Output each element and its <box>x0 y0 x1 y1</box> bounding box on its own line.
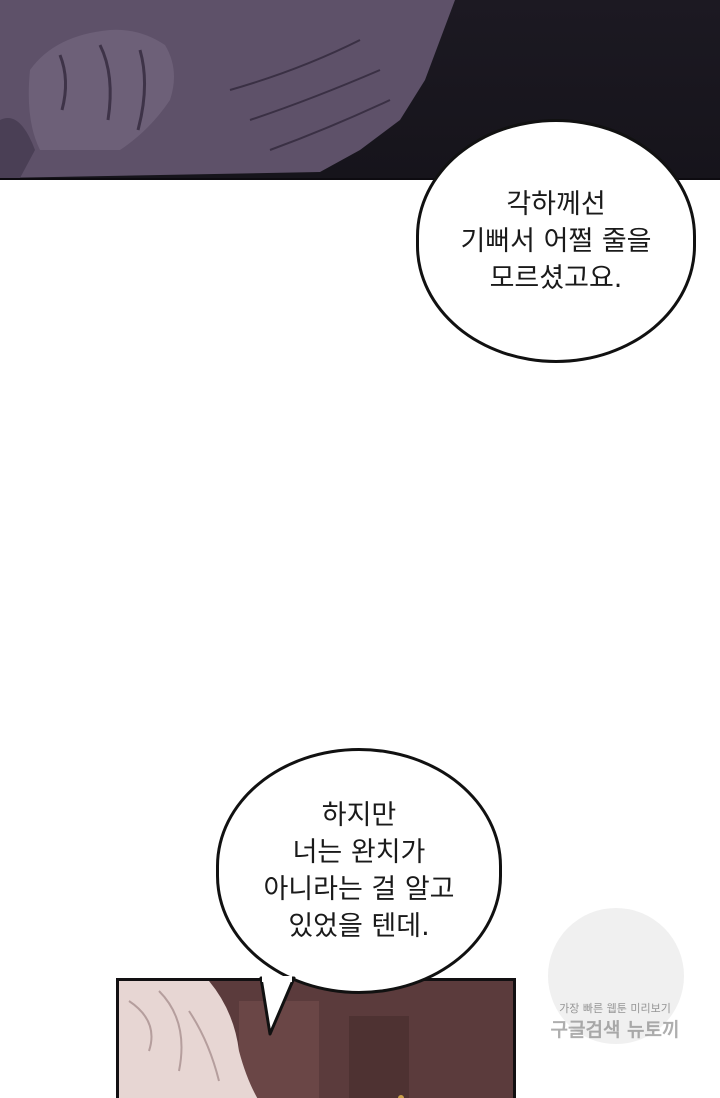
watermark-mascot-icon <box>548 908 684 1044</box>
watermark-brand: 구글검색 뉴토끼 <box>550 1019 680 1041</box>
watermark-tagline: 가장 빠른 웹툰 미리보기 <box>559 1002 671 1015</box>
bubble-1-line-3: 모르셨고요. <box>489 262 623 294</box>
figure-illustration <box>119 981 513 1098</box>
top-panel-artwork <box>0 0 720 180</box>
speech-bubble-1: 각하께선 기뻐서 어쩔 줄을 모르셨고요. <box>416 119 696 363</box>
bubble-2-line-2: 너는 완치가 <box>292 837 426 868</box>
sleeve-illustration <box>0 0 455 178</box>
watermark-logo: 가장 빠른 웹툰 미리보기 구글검색 뉴토끼 <box>540 900 690 1060</box>
bubble-2-line-3: 아니라는 걸 알고 <box>263 874 455 905</box>
speech-bubble-2-tail <box>259 976 296 1036</box>
bubble-2-line-1: 하지만 <box>321 800 397 831</box>
bubble-1-line-1: 각하께선 <box>506 188 606 220</box>
speech-bubble-2: 하지만 너는 완치가 아니라는 걸 알고 있었을 텐데. <box>216 748 502 994</box>
bubble-1-line-2: 기뻐서 어쩔 줄을 <box>460 225 652 257</box>
bubble-2-line-4: 있었을 텐데. <box>288 911 430 942</box>
bottom-panel-artwork <box>116 978 516 1098</box>
